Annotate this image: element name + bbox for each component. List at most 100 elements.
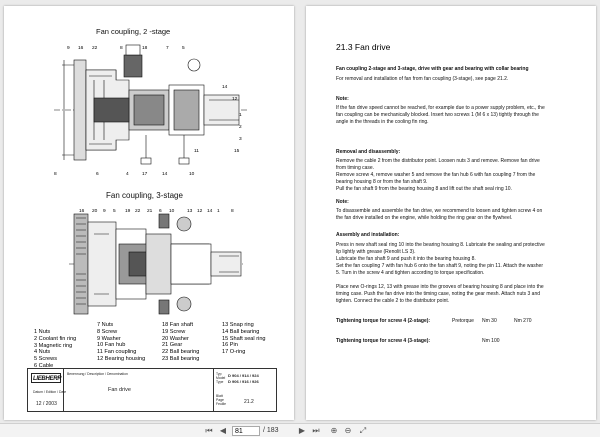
svg-text:1: 1: [217, 208, 220, 214]
legend-item: 19 Screw: [162, 328, 186, 335]
svg-text:10: 10: [169, 208, 175, 214]
assembly-line: 5. Turn in the screw 4 and tighten accor…: [336, 270, 485, 276]
torque-2-stage-label: Tightening torque for screw 4 (2-stage):: [336, 318, 431, 324]
title-block: LIEBHERR Datum / Edition / Date 12 / 200…: [27, 368, 277, 412]
torque-value-2: Nm 270: [514, 318, 532, 324]
legend-item: 3 Magnetic ring: [34, 342, 73, 349]
legend-col-4: 13 Snap ring 14 Ball bearing 15 Shaft se…: [222, 322, 266, 356]
torque-value-3: Nm 100: [482, 338, 500, 344]
legend-item: 6 Cable: [34, 362, 54, 369]
svg-text:8: 8: [231, 208, 234, 214]
note2-label: Note:: [336, 199, 349, 205]
first-page-icon[interactable]: ⏮: [205, 426, 213, 435]
title-3-stage: Fan coupling, 3-stage: [106, 191, 183, 200]
page-label: Blatt Page Feuille: [216, 394, 226, 406]
bottom-diagram-callouts: 16 20 9 5 19 22 21 6 10 13 12 14 1 8: [79, 208, 234, 214]
title-2-stage: Fan coupling, 2 -stage: [96, 27, 171, 36]
assembly-line: timing case. Push the fan drive into the…: [336, 291, 541, 297]
svg-text:16: 16: [79, 208, 85, 214]
svg-text:6: 6: [159, 208, 162, 214]
date-value: 12 / 2003: [36, 401, 57, 407]
legend-item: 22 Ball bearing: [162, 349, 200, 356]
svg-text:12: 12: [197, 208, 203, 214]
model-label: Typ Model Type: [216, 372, 226, 384]
top-diagram-callouts: 9 16 22 8 18 7 5 14 12 1 2 3 15 11 10 14…: [54, 45, 242, 177]
last-page-icon[interactable]: ⏭: [312, 426, 320, 435]
removal-line: Remove the cable 2 from the distributor …: [336, 158, 540, 164]
note-line: fan coupling can be mechanically blocked…: [336, 112, 539, 118]
svg-text:16: 16: [78, 45, 84, 51]
legend-item: 11 Fan coupling: [97, 349, 137, 356]
section-heading: 21.3 Fan drive: [336, 42, 391, 52]
page-number: 21.2: [244, 399, 254, 405]
model-2: D 906 / 916 / 926: [228, 379, 259, 384]
page-number-input[interactable]: [232, 426, 260, 436]
zoom-out-icon[interactable]: ⊖: [344, 426, 352, 435]
svg-text:10: 10: [189, 171, 195, 177]
assembly-line: tighten. Connect the cable 2 to the dist…: [336, 298, 450, 304]
assembly-line: lip lightly with grease (Renolit LS 3).: [336, 249, 416, 255]
svg-text:22: 22: [135, 208, 141, 214]
page-count: / 183: [263, 427, 279, 434]
removal-line: from timing case.: [336, 165, 375, 171]
svg-text:5: 5: [182, 45, 185, 51]
svg-text:7: 7: [166, 45, 169, 51]
svg-text:18: 18: [142, 45, 148, 51]
legend-col-3: 18 Fan shaft 19 Screw 20 Washer 21 Gear …: [162, 322, 199, 363]
next-page-icon[interactable]: ▶: [298, 426, 306, 435]
svg-text:22: 22: [92, 45, 98, 51]
legend-item: 7 Nuts: [97, 322, 114, 328]
svg-text:19: 19: [125, 208, 131, 214]
assembly-line: Place new O-rings 12, 13 with grease int…: [336, 284, 544, 290]
legend-item: 14 Ball bearing: [222, 328, 260, 335]
legend-item: 16 Pin: [222, 342, 238, 349]
svg-text:14: 14: [222, 84, 228, 90]
prev-page-icon[interactable]: ◀: [219, 426, 227, 435]
svg-text:14: 14: [162, 171, 168, 177]
legend-item: 18 Fan shaft: [162, 322, 194, 328]
removal-heading: Removal and disassembly:: [336, 149, 401, 155]
legend-item: 17 O-ring: [222, 349, 246, 356]
svg-text:11: 11: [194, 148, 199, 154]
removal-line: bearing housing 8 or from the fan shaft …: [336, 179, 428, 185]
svg-text:9: 9: [103, 208, 106, 214]
svg-text:21: 21: [147, 208, 153, 214]
svg-text:9: 9: [67, 45, 70, 51]
page-right: 21.3 Fan drive Fan coupling 2-stage and …: [306, 6, 596, 420]
svg-text:14: 14: [207, 208, 213, 214]
legend-item: 4 Nuts: [34, 349, 51, 356]
legend-item: 10 Fan hub: [97, 342, 126, 349]
svg-text:6: 6: [96, 171, 99, 177]
parts-legend: 1 Nuts 2 Coolant fin ring 3 Magnetic rin…: [34, 322, 274, 371]
diagram-2-stage: 9 16 22 8 18 7 5 14 12 1 2 3 15 11 10 14…: [54, 44, 249, 177]
date-label: Datum / Edition / Date: [33, 390, 67, 394]
legend-item: 9 Washer: [97, 335, 121, 342]
fullscreen-icon[interactable]: ⤢: [359, 426, 367, 435]
legend-col-2: 7 Nuts 8 Screw 9 Washer 10 Fan hub 11 Fa…: [97, 322, 145, 363]
removal-line: Pull the fan shaft 9 from the bearing ho…: [336, 186, 512, 192]
paragraph: For removal and installation of fan from…: [336, 76, 509, 82]
svg-text:12: 12: [232, 96, 238, 102]
description-value: Fan drive: [108, 387, 131, 393]
legend-item: 23 Ball bearing: [162, 355, 200, 362]
assembly-line: Lubricate the fan shaft 9 and push it in…: [336, 256, 476, 262]
legend-col-1: 1 Nuts 2 Coolant fin ring 3 Magnetic rin…: [34, 329, 76, 370]
svg-text:2: 2: [239, 124, 242, 130]
page-left: Fan coupling, 2 -stage: [4, 6, 294, 420]
removal-line: Remove screw 4, remove washer 5 and remo…: [336, 172, 536, 178]
assembly-line: Press in new shaft seal ring 10 into the…: [336, 242, 545, 248]
svg-text:13: 13: [187, 208, 193, 214]
torque-3-stage-label: Tightening torque for screw 4 (3-stage):: [336, 338, 431, 344]
zoom-in-icon[interactable]: ⊕: [330, 426, 338, 435]
viewer-toolbar: ⏮ ◀ / 183 ▶ ⏭ ⊕ ⊖ ⤢: [0, 423, 600, 437]
svg-text:20: 20: [92, 208, 98, 214]
assembly-line: Set the fan coupling 7 with fan hub 6 on…: [336, 263, 543, 269]
subsection-title: Fan coupling 2-stage and 3-stage, drive …: [336, 66, 529, 72]
svg-text:8: 8: [120, 45, 123, 51]
svg-text:5: 5: [113, 208, 116, 214]
legend-item: 12 Bearing housing: [97, 355, 146, 362]
torque-pretorque: Pretorque: [452, 318, 474, 324]
svg-text:4: 4: [126, 171, 129, 177]
svg-text:8: 8: [54, 171, 57, 177]
